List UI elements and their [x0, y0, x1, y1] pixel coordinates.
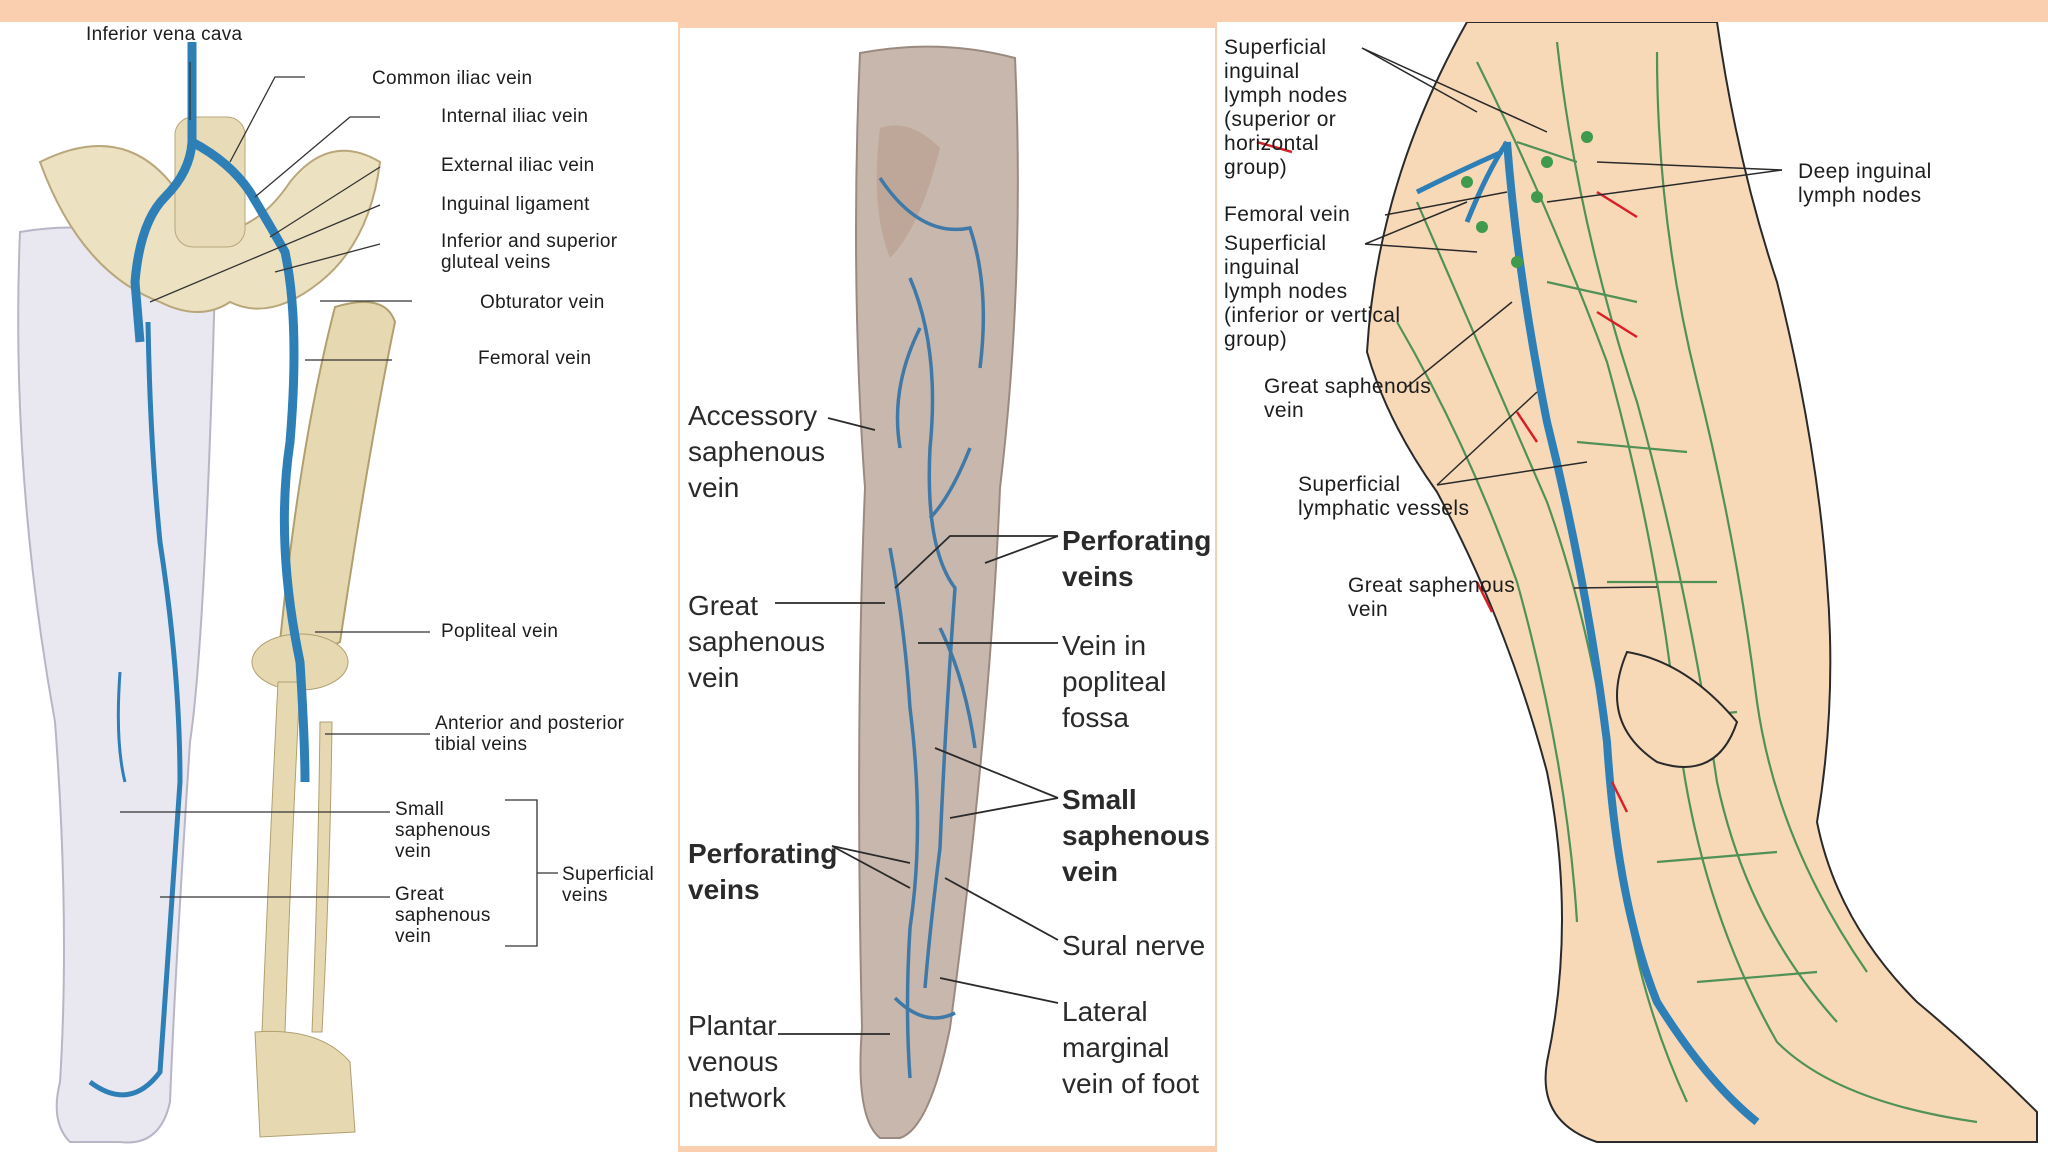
label-perforating-veins-lower: Perforating veins [688, 838, 838, 905]
label-superficial-lymphatic-vessels: Superficial lymphatic vessels [1298, 473, 1470, 520]
label-internal-iliac-vein: Internal iliac vein [441, 106, 589, 127]
lymphatic-leg-illustration [1256, 22, 2038, 1143]
deep-veins-illustration [17, 42, 558, 1144]
label-superficial-nodes-horizontal: Superficial inguinal lymph nodes (superi… [1224, 36, 1348, 179]
label-vein-in-popliteal-fossa: Vein in popliteal fossa [1062, 630, 1167, 733]
label-common-iliac-vein: Common iliac vein [372, 68, 533, 89]
label-great-saphenous-vein-lower: Great saphenous vein [1348, 574, 1516, 621]
label-great-saphenous-vein: Great saphenous vein [395, 884, 491, 947]
label-perforating-veins-upper: Perforating veins [1062, 525, 1212, 592]
label-great-saphenous-vein-posterior: Great saphenous vein [688, 590, 826, 693]
lymphatic-panel: Superficial inguinal lymph nodes (superi… [1217, 22, 2048, 1152]
label-sural-nerve: Sural nerve [1062, 930, 1206, 961]
label-plantar-venous-network: Plantar venous network [688, 1010, 787, 1113]
label-lateral-marginal-vein: Lateral marginal vein of foot [1062, 996, 1199, 1099]
label-femoral-vein: Femoral vein [478, 348, 592, 369]
label-inferior-vena-cava: Inferior vena cava [86, 24, 243, 45]
label-small-saphenous-vein: Small saphenous vein [395, 799, 491, 862]
label-popliteal-vein: Popliteal vein [441, 621, 559, 642]
label-superficial-veins: Superficial veins [562, 864, 655, 906]
deep-veins-panel: Inferior vena cava Common iliac vein Int… [0, 22, 678, 1152]
label-small-saphenous-vein-posterior: Small saphenous vein [1062, 784, 1210, 887]
label-tibial-veins: Anterior and posterior tibial veins [435, 713, 625, 755]
label-gluteal-veins: Inferior and superior gluteal veins [441, 231, 618, 273]
posterior-leg-illustration [775, 45, 1059, 1139]
label-superficial-nodes-vertical: Superficial inguinal lymph nodes (inferi… [1224, 232, 1401, 351]
superficial-veins-posterior-panel: Accessory saphenous vein Great saphenous… [680, 28, 1215, 1146]
label-deep-inguinal-nodes: Deep inguinal lymph nodes [1798, 160, 1932, 207]
label-inguinal-ligament: Inguinal ligament [441, 194, 590, 215]
label-great-saphenous-vein-upper: Great saphenous vein [1264, 375, 1432, 422]
label-femoral-vein-lymph: Femoral vein [1224, 203, 1351, 226]
label-external-iliac-vein: External iliac vein [441, 155, 595, 176]
label-obturator-vein: Obturator vein [480, 292, 605, 313]
label-accessory-saphenous-vein: Accessory saphenous vein [688, 400, 826, 503]
